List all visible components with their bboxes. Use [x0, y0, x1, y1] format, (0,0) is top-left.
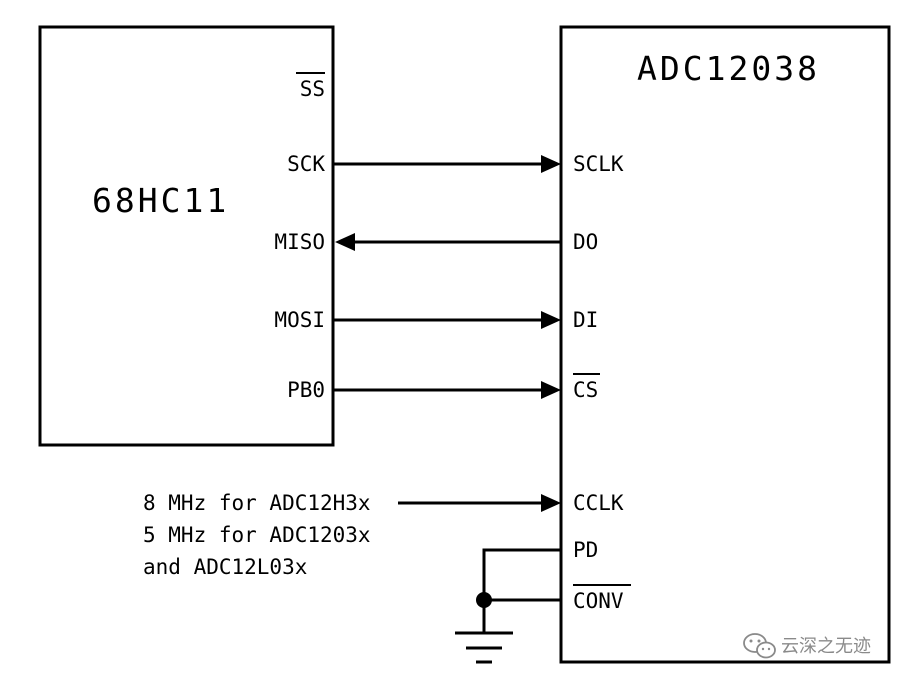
arrow-cclk: [541, 494, 561, 512]
ground-symbol: [455, 631, 513, 664]
mcu-pin-sck: SCK: [287, 152, 325, 176]
mcu-box: [38, 25, 335, 447]
mcu-pin-miso: MISO: [274, 230, 325, 254]
adc-pin-cs: CS: [573, 378, 598, 402]
mcu-pin-ss: SS: [300, 77, 325, 101]
wechat-icon: [743, 633, 776, 659]
adc-pin-sclk: SCLK: [573, 152, 624, 176]
adc-box: [559, 25, 891, 664]
clock-note-line3: and ADC12L03x: [143, 555, 307, 579]
arrow-di: [541, 311, 561, 329]
adc-pin-do: DO: [573, 230, 598, 254]
adc-pin-cclk: CCLK: [573, 491, 624, 515]
watermark-text: 云深之无迹: [781, 636, 871, 657]
mcu-name: 68HC11: [92, 181, 229, 220]
arrow-cs: [541, 381, 561, 399]
watermark: 云深之无迹: [743, 633, 871, 659]
adc-pin-pd: PD: [573, 538, 598, 562]
mcu-pin-mosi: MOSI: [274, 308, 325, 332]
adc-pin-di: DI: [573, 308, 598, 332]
clock-note-line2: 5 MHz for ADC1203x: [143, 523, 371, 547]
wire-pd-ground: [482, 548, 561, 632]
arrow-sclk: [541, 155, 561, 173]
arrow-miso: [335, 233, 355, 251]
junction-dot: [476, 592, 492, 608]
adc-name: ADC12038: [637, 49, 820, 88]
mcu-pin-pb0: PB0: [287, 378, 325, 402]
adc-pin-conv: CONV: [573, 589, 624, 613]
clock-note-line1: 8 MHz for ADC12H3x: [143, 491, 371, 515]
